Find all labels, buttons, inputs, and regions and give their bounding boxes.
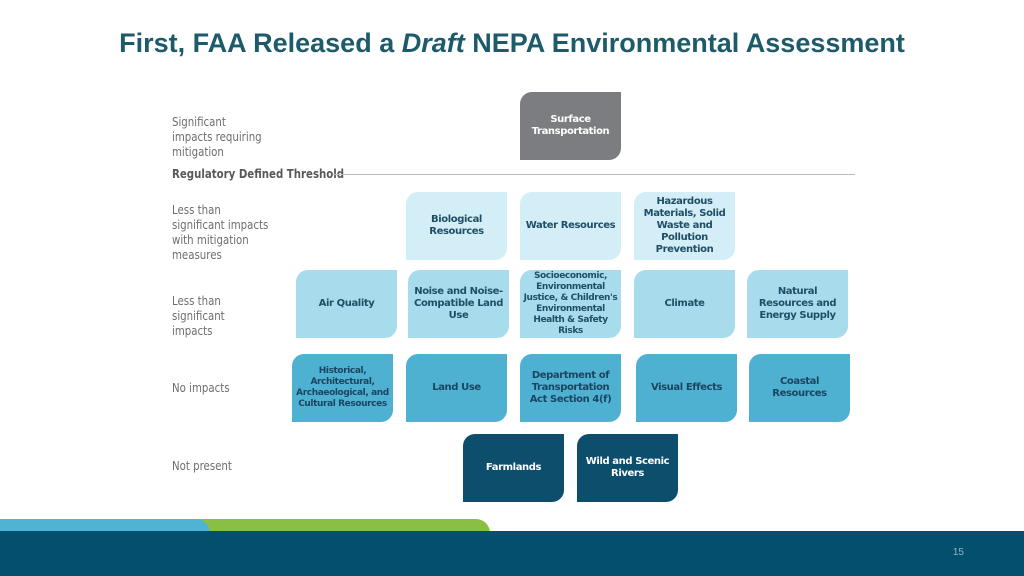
box-historical: Historical, Architectural, Archaeologica…	[292, 354, 393, 422]
footer-blue-swoosh	[0, 519, 210, 533]
box-surface: Surface Transportation	[520, 92, 621, 160]
title-text: NEPA Environmental Assessment	[464, 28, 905, 58]
box-socio: Socioeconomic, Environmental Justice, & …	[520, 270, 621, 338]
row-label-mitigation: Less than significant impacts with mitig…	[172, 203, 269, 262]
row-label-significant: Significant impacts requiring mitigation	[172, 115, 262, 159]
box-dot: Department of Transportation Act Section…	[520, 354, 621, 422]
title-emphasis: Draft	[401, 28, 465, 58]
box-climate: Climate	[634, 270, 735, 338]
box-natural: Natural Resources and Energy Supply	[747, 270, 848, 338]
slide-title: First, FAA Released a Draft NEPA Environ…	[0, 28, 1024, 59]
box-farmlands: Farmlands	[463, 434, 564, 502]
row-label-less: Less than significant impacts	[172, 294, 225, 338]
box-water: Water Resources	[520, 192, 621, 260]
page-number: 15	[952, 547, 964, 558]
box-land-use: Land Use	[406, 354, 507, 422]
row-label-not-present: Not present	[172, 459, 232, 473]
box-air: Air Quality	[296, 270, 397, 338]
title-text: First, FAA Released a	[119, 28, 402, 58]
threshold-label: Regulatory Defined Threshold	[172, 167, 345, 181]
box-wild: Wild and Scenic Rivers	[577, 434, 678, 502]
row-label-none: No impacts	[172, 381, 230, 395]
threshold-line	[333, 174, 855, 175]
box-biological: Biological Resources	[406, 192, 507, 260]
box-visual: Visual Effects	[636, 354, 737, 422]
box-coastal: Coastal Resources	[749, 354, 850, 422]
box-noise: Noise and Noise- Compatible Land Use	[408, 270, 509, 338]
footer-bar	[0, 531, 1024, 576]
box-hazardous: Hazardous Materials, Solid Waste and Pol…	[634, 192, 735, 260]
